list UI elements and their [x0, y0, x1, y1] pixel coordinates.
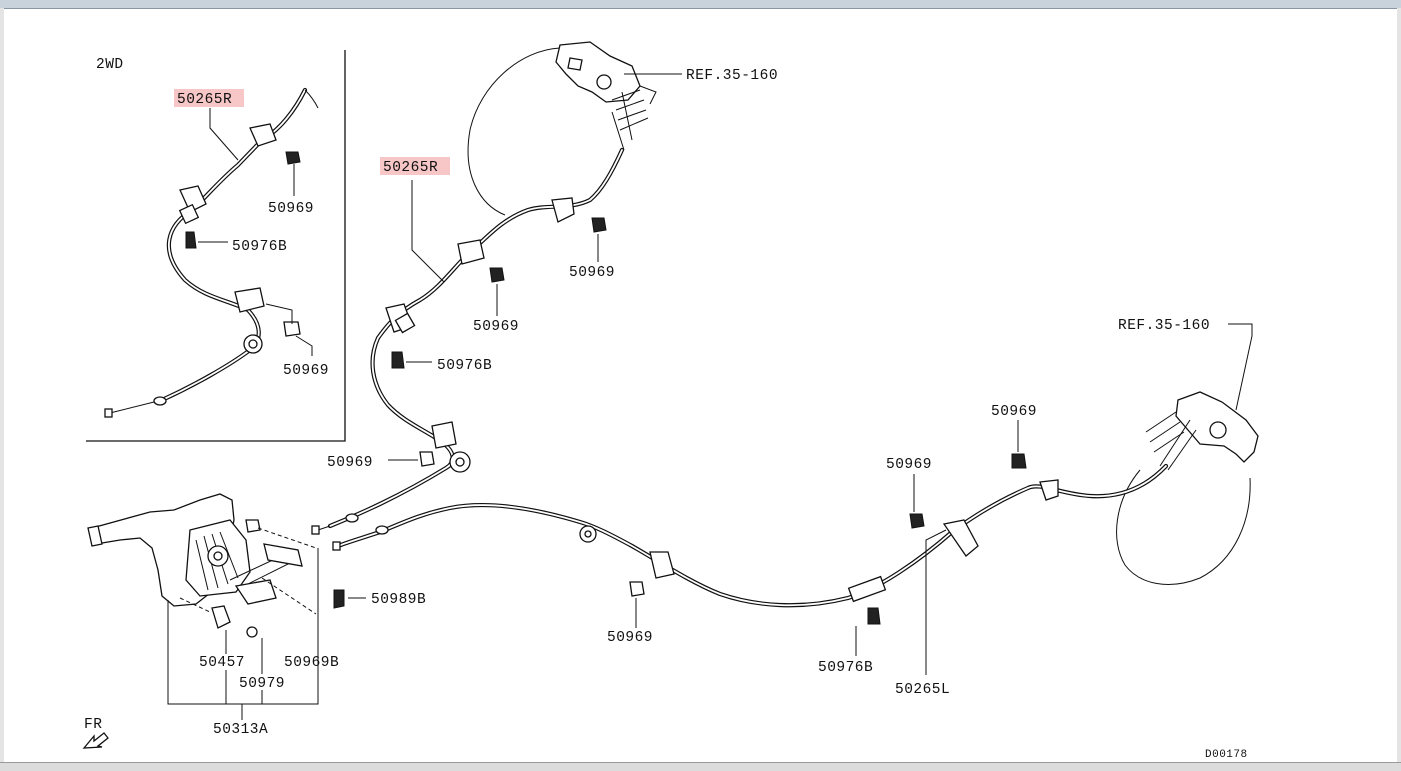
bolt-lever-icon [333, 589, 345, 609]
cable-50265l-label: 50265L [895, 682, 950, 698]
lever-part-1-label: 50457 [199, 655, 245, 671]
inset-bracket-low [234, 287, 265, 313]
lever-grip-end [87, 525, 103, 547]
window-left-edge [0, 8, 4, 763]
parking-brake-lever: 50989B 50457 50969B 50979 50313A [87, 493, 426, 738]
nut-center-icon [629, 581, 645, 597]
lever-part-3-label: 50979 [239, 676, 285, 692]
bracket-l-right [1039, 479, 1059, 501]
lever-nut-top [245, 519, 261, 533]
bolt-r-icon [391, 351, 405, 369]
inset-cable-end [104, 408, 113, 418]
nut-r-upper-icon [591, 217, 607, 233]
cable-sleeve-l [847, 575, 887, 603]
bolt-center-right-icon [867, 607, 881, 625]
inset-bolt-label: 50976B [232, 239, 287, 255]
nut-center-label: 50969 [607, 630, 653, 646]
inset-cable-label: 50265R [177, 92, 232, 108]
window-right-edge [1397, 8, 1401, 763]
assembly-bracket [167, 548, 319, 705]
bracket-r-bottom [431, 421, 457, 449]
nut-r-lower-icon [419, 451, 435, 467]
window-top-bar [0, 0, 1401, 9]
inset-bracket-mid [179, 185, 207, 213]
inset-bolt-icon [185, 231, 197, 249]
nut-r-upper-label: 50969 [569, 265, 615, 281]
lever-switch [211, 605, 231, 629]
inset-bracket-top [249, 123, 277, 147]
inset-variant-label: 2WD [96, 57, 124, 73]
diagram-code-label: D00178 [1205, 749, 1248, 761]
bracket-l-center [649, 551, 675, 579]
nut-right-top-label: 50969 [991, 404, 1037, 420]
cable-50265r: 50265R 50969 50969 50976B 50969 [311, 147, 625, 535]
front-marker-label: FR [84, 717, 102, 733]
inset-nut-lower-label: 50969 [283, 363, 329, 379]
front-arrow-icon [82, 732, 109, 749]
ref-right-label: REF.35-160 [1118, 318, 1210, 334]
lever-base-plate [234, 579, 277, 605]
front-marker: FR [82, 717, 109, 749]
lever-part-2-label: 50969B [284, 655, 339, 671]
bracket-r-upper [551, 197, 575, 223]
nut-r-mid-label: 50969 [473, 319, 519, 335]
brake-spring-upper [611, 89, 649, 131]
lever-bolt [246, 626, 258, 638]
nut-r-lower-label: 50969 [327, 455, 373, 471]
inset-nut-upper-icon [285, 151, 301, 165]
nut-right-top-icon [1011, 453, 1027, 469]
parking-brake-cable-diagram: 2WD 50265R 50969 50976B 50969 [82, 41, 1259, 761]
bolt-r-label: 50976B [437, 358, 492, 374]
bracket-r-mid [457, 239, 485, 265]
inset-nut-upper-label: 50969 [268, 201, 314, 217]
nut-center-right-label: 50969 [886, 457, 932, 473]
cable-50265r-label: 50265R [383, 160, 438, 176]
inset-border [86, 50, 346, 442]
ref-upper-label: REF.35-160 [686, 68, 778, 84]
nut-r-mid-icon [489, 267, 505, 283]
inset-2wd: 2WD 50265R 50969 50976B 50969 [86, 50, 346, 442]
lever-equalizer-plate [263, 543, 303, 567]
lever-assembly-label: 50313A [213, 722, 268, 738]
brake-drum-right-outline [1116, 469, 1251, 585]
inset-nut-lower-icon [283, 321, 301, 337]
nut-center-right-icon [909, 513, 925, 529]
cable-50265l: 50969 50969 50969 50976B 50265L [332, 404, 1169, 698]
bolt-lever-label: 50989B [371, 592, 426, 608]
bracket-l-mid [942, 519, 979, 557]
brake-drum-upper-outline [467, 47, 561, 216]
brake-spring-right [1145, 411, 1185, 453]
brake-drum-upper: REF.35-160 [467, 41, 778, 216]
bolt-center-right-label: 50976B [818, 660, 873, 676]
cable-50265r-line [327, 147, 625, 529]
brake-drum-right: REF.35-160 [1116, 318, 1259, 585]
brake-backing-plate-upper [555, 41, 641, 103]
window-bottom-bar [0, 762, 1401, 771]
